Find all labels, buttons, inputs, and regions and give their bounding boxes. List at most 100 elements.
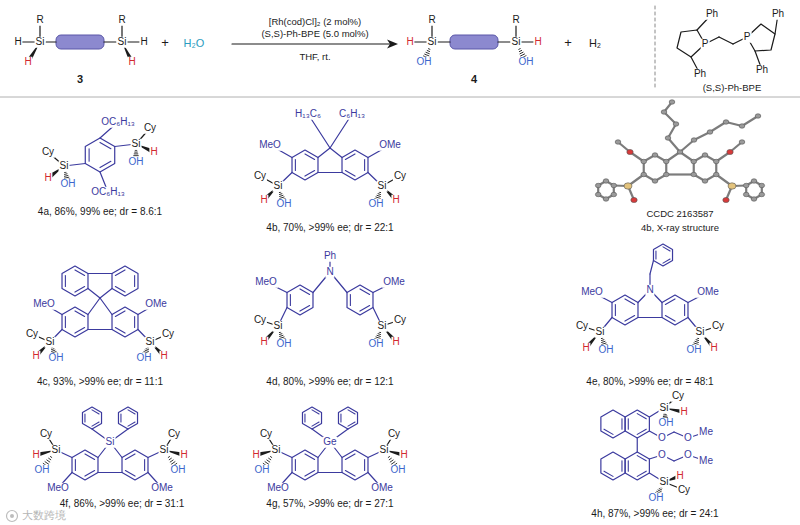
double-bond [625,316,635,322]
bond-line [88,289,100,299]
xray-atom [663,159,669,163]
double-bond [621,461,622,471]
hashed-bond [64,175,68,177]
double-bond [364,459,365,470]
atom-label: H [251,450,260,461]
hashed-bond [146,348,148,350]
hashed-bond [389,458,391,459]
atom-label: H [43,173,52,184]
atom-label: MeO [46,483,70,494]
hashed-bond [696,339,698,341]
atom-label: R [511,15,520,26]
double-bond [125,471,135,477]
atom-label: Si [273,181,284,192]
atom-label: Ph [693,69,707,80]
atom-label: Cy [671,391,685,402]
watermark-icon [7,511,18,522]
hashed-bond [658,490,661,492]
atom-label: MeO [580,287,604,298]
compound-caption: 4f, 86%, >99% ee; dr = 31:1 [59,499,186,510]
atom-label: OH [390,465,407,476]
double-bond [663,259,670,263]
atom-label: R [117,15,126,26]
hashed-bond [519,48,520,50]
xray-atom [743,192,749,196]
hashed-bond [280,335,283,336]
aromatic-ring [85,138,114,172]
atom-label: Me [698,427,714,438]
plus-sign: + [563,36,573,50]
atom-label: H [399,450,408,461]
bond-line [100,289,112,299]
atom-label: Si [511,37,522,48]
atom-label: Cy [39,429,53,440]
double-bond [92,422,99,426]
atom-label: OH [128,157,145,168]
xray-atom [723,197,729,202]
hashed-bond [135,150,137,151]
condition-label: THF, rt. [298,52,331,62]
atom-label: H [31,450,40,461]
atom-label: OMe [370,483,394,494]
aromatic-ring [342,150,368,180]
atom-label: Cy [711,321,725,332]
hashed-bond [379,332,381,334]
xray-atom [727,149,733,154]
xray-atom [751,197,757,201]
xray-atom [624,183,632,189]
atom-label: Si [659,403,670,414]
bond-line [498,41,510,42]
atom-label: Si [131,139,142,150]
atom-label: Cy [253,315,267,326]
xray-bond [664,102,680,152]
double-bond [128,422,135,426]
compound-caption: 4d, 80%, >99% ee; dr = 12:1 [265,377,394,388]
double-bond [75,270,85,276]
atom-label: Cy [25,329,39,340]
xray-atom [713,159,719,163]
hashed-bond [427,50,429,52]
compound-caption: 4h, 87%, >99% ee; dr = 24:1 [590,509,719,520]
xray-bond [666,173,693,175]
condition-label: [Rh(cod)Cl]₂ (2 mol%) [268,17,362,27]
xray-atom [723,120,729,124]
atom-label: Si [117,37,128,48]
linker-bar [56,35,104,49]
double-bond [312,422,319,426]
hashed-bond [378,193,380,195]
hashed-bond [664,414,667,415]
hashed-bond [378,333,380,335]
double-bond [134,316,135,327]
xray-atom [595,183,601,187]
atom-label: OC₆H₁₃ [100,117,136,128]
atom-label: H [709,343,718,354]
aromatic-ring [112,266,138,296]
atom-label: Ph [771,9,785,20]
bond-line [88,329,112,330]
double-bond [85,454,95,460]
hashed-bond [280,195,283,196]
double-bond [684,304,685,315]
double-bond [75,311,85,317]
xray-atom [641,172,647,176]
atom-label: Cy [575,321,589,332]
compound-caption: 4b, 70%, >99% ee; dr = 22:1 [265,223,394,234]
atom-label: Cy [253,171,267,182]
double-bond [350,294,351,305]
aromatic-ring [342,450,368,480]
aromatic-ring [653,244,672,266]
double-bond [364,159,365,170]
double-bond [100,142,111,148]
double-bond [655,251,656,259]
double-bond [115,328,125,334]
bond-line [638,317,662,318]
hashed-bond [49,458,51,459]
atom-label: OH [34,465,51,476]
double-bond [312,410,319,414]
bond-line [46,41,56,42]
atom-label: R [427,15,436,26]
double-bond [637,429,646,434]
hashed-bond [50,456,51,458]
atom-label: OH [368,199,385,210]
